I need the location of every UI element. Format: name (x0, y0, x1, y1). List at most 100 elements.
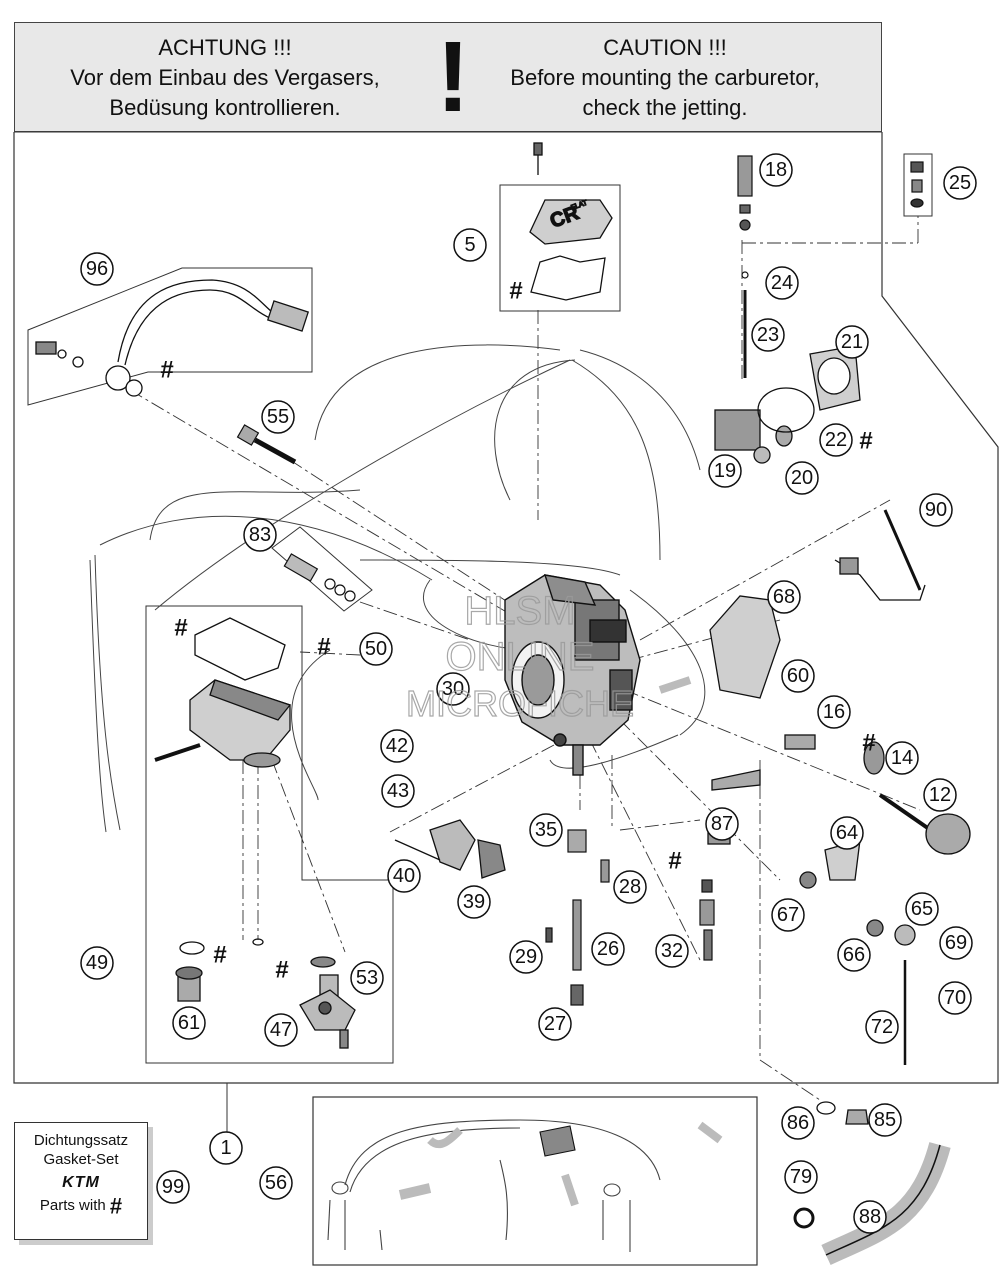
callout-circle (209, 1131, 243, 1165)
callout-26: 26 (591, 932, 625, 966)
callout-circle (923, 778, 957, 812)
callout-number: 50 (365, 638, 387, 660)
throttle-sensor-box (27, 267, 313, 406)
callout-90: 90 (919, 493, 953, 527)
callout-number: 99 (162, 1176, 184, 1198)
callout-55: 55 (261, 400, 295, 434)
callout-1: 1 (209, 1131, 243, 1165)
callout-24: 24 (765, 266, 799, 300)
gasket-kit-card: Dichtungssatz Gasket-Set KTM Parts with … (14, 1122, 148, 1240)
callout-circle (905, 892, 939, 926)
callout-number: 22 (825, 429, 847, 451)
float-bowl (154, 617, 356, 1049)
callout-19: 19 (708, 454, 742, 488)
callout-circle (705, 807, 739, 841)
callout-number: 55 (267, 406, 289, 428)
callout-circle (529, 813, 563, 847)
callout-number: 39 (463, 891, 485, 913)
caution-banner: ACHTUNG !!! Vor dem Einbau des Vergasers… (14, 22, 882, 132)
callout-circle (943, 166, 977, 200)
hash-marker: # (317, 634, 330, 661)
callout-79: 79 (784, 1160, 818, 1194)
callout-88: 88 (853, 1200, 887, 1234)
callout-14: 14 (885, 741, 919, 775)
callout-number: 25 (949, 172, 971, 194)
watermark-line-3: MICROFICHE (406, 683, 634, 724)
callout-circle (509, 940, 543, 974)
callout-circle (172, 1006, 206, 1040)
callout-circle (261, 400, 295, 434)
hash-marker-layer: ######### (160, 278, 875, 984)
callout-number: 68 (773, 586, 795, 608)
callout-circle (835, 325, 869, 359)
hose-kit-box (312, 1096, 758, 1266)
callout-circle (817, 695, 851, 729)
callout-circle (381, 774, 415, 808)
gasket-kit-line-2: Gasket-Set (43, 1151, 119, 1168)
gasket-kit-hash: # (109, 1193, 123, 1219)
callout-circle (453, 228, 487, 262)
callout-circle (259, 1166, 293, 1200)
hash-marker: # (668, 848, 681, 875)
callout-circle (885, 741, 919, 775)
callout-number: 18 (765, 159, 787, 181)
callout-number: 19 (714, 460, 736, 482)
english-warning-title: CAUTION !!! (603, 35, 727, 60)
hash-marker: # (862, 730, 875, 757)
callout-number: 28 (619, 876, 641, 898)
callout-39: 39 (457, 885, 491, 919)
callout-64: 64 (830, 816, 864, 850)
callout-number: 5 (464, 234, 475, 256)
german-warning-line-2: Bedüsung kontrollieren. (109, 95, 341, 120)
callout-circle (708, 454, 742, 488)
callout-number: 53 (356, 967, 378, 989)
callout-21: 21 (835, 325, 869, 359)
hash-marker: # (213, 942, 226, 969)
ktm-logo: KTM (62, 1174, 100, 1191)
callout-circle (919, 493, 953, 527)
callout-circle (784, 1160, 818, 1194)
main-jets (545, 829, 715, 1006)
hash-marker: # (160, 357, 173, 384)
air-screw (283, 553, 356, 602)
callout-number: 14 (891, 747, 913, 769)
callout-circle (655, 934, 689, 968)
callout-87: 87 (705, 807, 739, 841)
callout-number: 43 (387, 780, 409, 802)
callout-number: 88 (859, 1206, 881, 1228)
callout-number: 66 (843, 944, 865, 966)
callout-69: 69 (939, 926, 973, 960)
callout-70: 70 (938, 981, 972, 1015)
hash-marker: # (275, 957, 288, 984)
air-screw-box (271, 526, 373, 612)
callout-number: 60 (787, 665, 809, 687)
callout-22: 22 (819, 423, 853, 457)
callout-number: 26 (597, 938, 619, 960)
callout-43: 43 (381, 774, 415, 808)
callout-circle (767, 580, 801, 614)
callout-29: 29 (509, 940, 543, 974)
callout-number: 47 (270, 1019, 292, 1041)
callout-circle (613, 870, 647, 904)
callout-circle (436, 672, 470, 706)
callout-circle (243, 518, 277, 552)
callout-circle (380, 729, 414, 763)
callout-circle (938, 981, 972, 1015)
callout-number: 70 (944, 987, 966, 1009)
assembly-guide-lines (129, 216, 921, 1101)
callout-number: 86 (787, 1112, 809, 1134)
callout-number: 49 (86, 952, 108, 974)
callout-number: 27 (544, 1013, 566, 1035)
watermark: HLSM ONLINE MICROFICHE (405, 588, 634, 724)
callout-circle (350, 961, 384, 995)
callout-number: 64 (836, 822, 858, 844)
callout-number: 83 (249, 524, 271, 546)
accelerator-pump (394, 819, 506, 879)
callout-circle (759, 153, 793, 187)
callout-number: 16 (823, 701, 845, 723)
callout-42: 42 (380, 729, 414, 763)
callout-65: 65 (905, 892, 939, 926)
callout-99: 99 (156, 1170, 190, 1204)
